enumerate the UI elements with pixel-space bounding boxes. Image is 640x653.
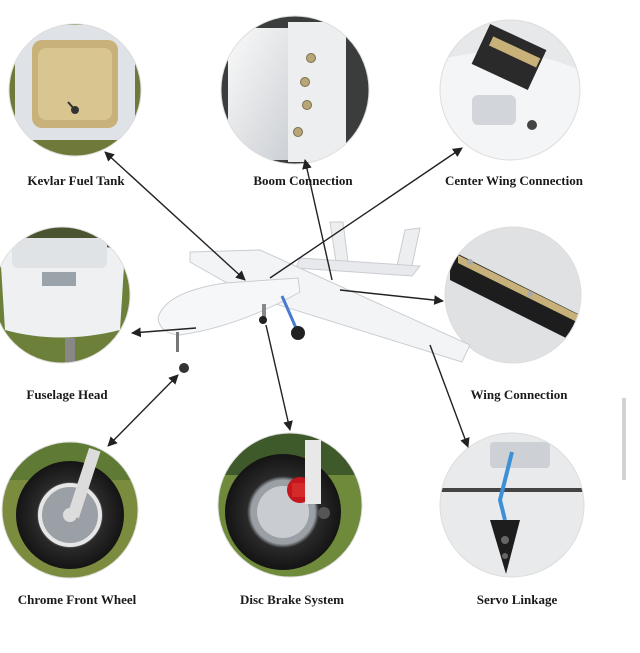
label-servo-linkage: Servo Linkage	[476, 592, 558, 607]
servo-linkage-photo	[440, 433, 584, 577]
wing-connection-photo	[445, 227, 581, 363]
label-kevlar-fuel-tank: Kevlar Fuel Tank	[27, 173, 125, 188]
label-disc-brake-system: Disc Brake System	[240, 592, 344, 607]
callout-arrows	[104, 147, 470, 448]
boom-connection-photo	[221, 16, 369, 164]
label-chrome-front-wheel: Chrome Front Wheel	[17, 592, 137, 607]
kevlar-fuel-tank-photo	[9, 24, 141, 156]
disc-brake-system-photo	[218, 433, 362, 577]
label-wing-connection: Wing Connection	[470, 387, 568, 402]
uav-airframe	[157, 221, 471, 373]
chrome-front-wheel-photo	[2, 442, 138, 578]
label-fuselage-head: Fuselage Head	[26, 387, 108, 402]
center-wing-connection-photo	[440, 20, 580, 160]
label-center-wing-connection: Center Wing Connection	[445, 173, 583, 188]
label-boom-connection: Boom Connection	[253, 173, 353, 188]
